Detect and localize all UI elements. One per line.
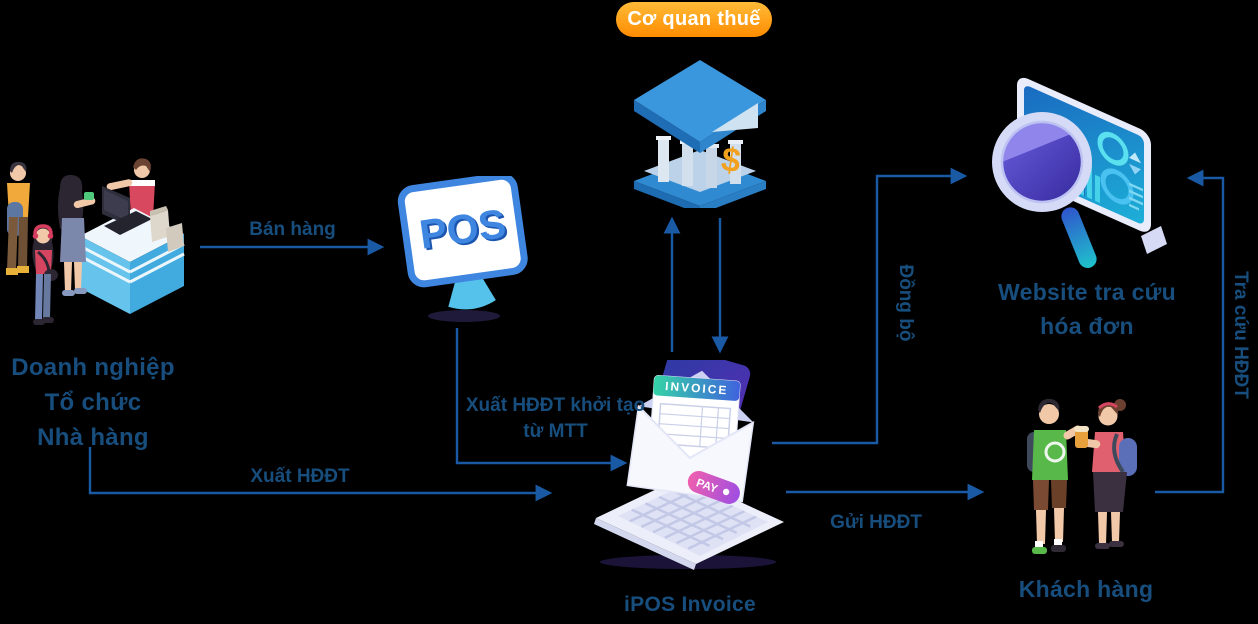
- node-tax-authority: $: [632, 58, 768, 214]
- arrow-dong-bo: [772, 167, 968, 445]
- lookup-website-label: Website tra cứu hóa đơn: [987, 275, 1187, 343]
- flow-label-tra-cuu-hddt: Tra cứu HĐĐT: [1230, 271, 1251, 399]
- node-business: [2, 140, 197, 352]
- flow-label-xuat-hddt-mtt-line1: Xuất HĐĐT khởi tạo: [465, 395, 646, 416]
- bank-icon: $: [634, 60, 766, 214]
- node-pos: POS POS: [396, 172, 534, 326]
- flow-label-gui-hddt: Gửi HĐĐT: [830, 512, 922, 533]
- lookup-website-label-line2: hóa đơn: [1040, 313, 1134, 339]
- pos-monitor-icon: POS POS: [397, 172, 528, 322]
- invoice-system-label: iPOS Invoice: [624, 593, 756, 616]
- flow-label-xuat-hddt: Xuất HĐĐT: [250, 466, 350, 487]
- lookup-website-label-line1: Website tra cứu: [998, 279, 1176, 305]
- node-lookup-website: [985, 58, 1190, 270]
- customers-illustration: [1027, 398, 1137, 554]
- flow-label-dong-bo: Đồng bộ: [895, 264, 916, 342]
- node-invoice-system: INVOICE PAY: [588, 346, 793, 570]
- flow-label-xuat-hddt-mtt-line2: từ MTT: [523, 421, 588, 442]
- invoice-header-text: INVOICE: [665, 379, 729, 397]
- business-label-line3: Nhà hàng: [37, 424, 149, 451]
- business-label-line1: Doanh nghiệp: [11, 354, 175, 381]
- business-label-line2: Tổ chức: [44, 389, 142, 416]
- node-customer: [1005, 388, 1170, 568]
- flow-label-ban-hang: Bán hàng: [249, 219, 336, 240]
- flow-label-xuat-hddt-mtt: Xuất HĐĐT khởi tạo từ MTT: [453, 393, 658, 445]
- tax-authority-badge: Cơ quan thuế: [616, 2, 772, 37]
- business-label: Doanh nghiệp Tổ chức Nhà hàng: [8, 350, 178, 455]
- laptop-envelope-icon: INVOICE PAY: [594, 346, 784, 570]
- customer-label: Khách hàng: [1018, 576, 1154, 602]
- search-dashboard-icon: [992, 77, 1167, 268]
- checkout-counter-illustration: [6, 158, 185, 325]
